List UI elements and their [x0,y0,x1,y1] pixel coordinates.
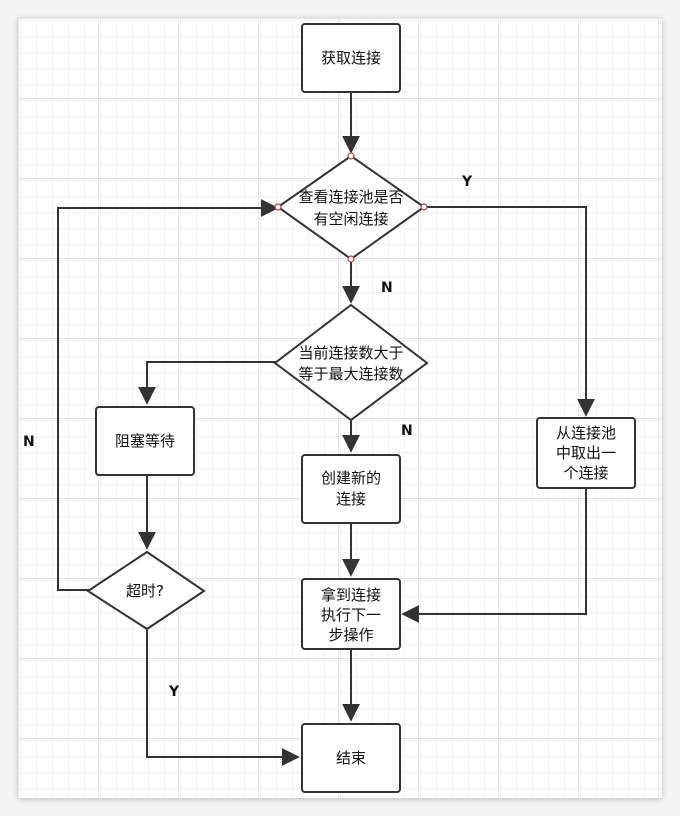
edge-label-timeout-no: N [23,434,35,450]
port-bottom [347,255,355,263]
label-check-idle-line2: 有空闲连接 [313,210,388,228]
edge-label-idle-no: N [381,280,393,296]
label-get-connection: 获取连接 [321,49,381,67]
label-create-new-line1: 创建新的 [321,469,381,487]
label-execute-line3: 步操作 [328,626,373,644]
label-take-line2: 中取出一 [556,444,616,462]
nodes [86,23,636,793]
label-execute-line2: 执行下一 [321,606,381,624]
node-block-wait [95,406,195,476]
edge-timeout-no-to-check-idle [57,199,279,591]
edge-label-max-no: N [401,423,413,439]
label-timeout: 超时? [126,582,164,600]
label-check-idle-line1: 查看连接池是否 [298,188,403,206]
label-take-line1: 从连接池 [556,424,616,442]
label-create-new-line2: 连接 [336,490,366,508]
label-check-max-line2: 等于最大连接数 [298,365,403,383]
node-end [301,723,401,793]
port-left [274,203,282,211]
node-timeout [86,550,206,631]
edge-label-idle-yes: Y [461,174,473,190]
node-labels: 获取连接 查看连接池是否 有空闲连接 当前连接数大于 等于最大连接数 阻塞等待 … [115,49,616,767]
port-right [420,203,428,211]
node-create-new [301,454,401,524]
port-top [347,152,355,160]
node-get-connection [301,23,401,93]
node-check-max [273,303,429,422]
label-execute-line1: 拿到连接 [321,586,381,604]
edge-timeout-yes-to-end [146,630,300,766]
edge-take-to-execute [401,488,587,623]
node-take-from-pool [536,417,636,489]
label-take-line3: 个连接 [563,464,608,482]
edge-idle-yes-to-take [424,206,595,417]
node-execute-next [301,578,401,650]
label-block-wait: 阻塞等待 [115,432,175,450]
label-end: 结束 [336,749,366,767]
connection-ports [274,152,428,263]
edge-label-timeout-yes: Y [168,684,180,700]
edge-max-yes-to-block [138,361,276,405]
edge-labels: Y N N N Y [23,174,473,700]
edges [57,93,595,766]
label-check-max-line1: 当前连接数大于 [298,344,403,362]
